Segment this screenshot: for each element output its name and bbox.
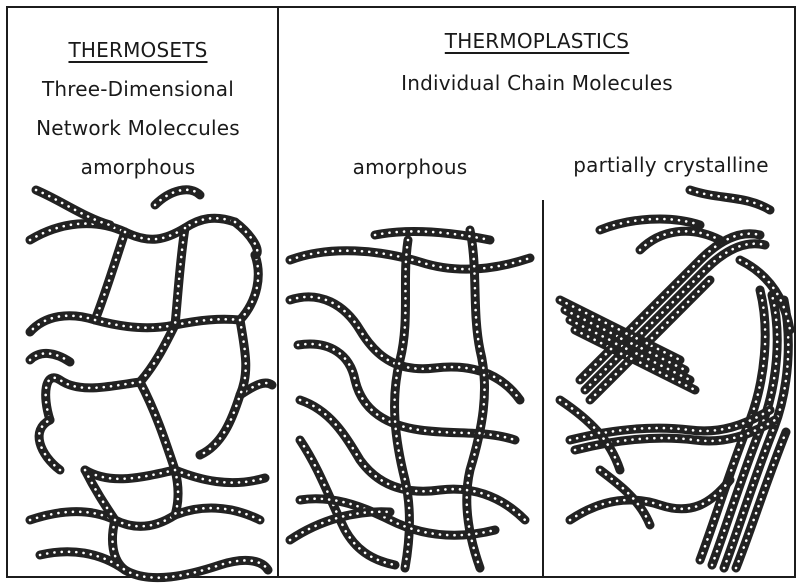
thermoset-chain-5 xyxy=(95,320,175,328)
amorphous-chain-molecules xyxy=(290,230,530,568)
thermoset-chain-22 xyxy=(235,222,257,255)
partially-crystalline-chain-molecules xyxy=(560,190,790,568)
thermoset-chain-1 xyxy=(30,218,235,240)
crystalline-chain-19 xyxy=(690,190,770,210)
thermoset-chain-10 xyxy=(85,470,175,479)
thermoset-chain-2 xyxy=(36,190,110,225)
crystalline-chain-16 xyxy=(570,480,730,520)
thermoset-chain-20 xyxy=(40,552,268,578)
thermoset-chain-4 xyxy=(30,316,95,332)
thermoset-chain-15 xyxy=(30,512,175,527)
thermoset-chain-17 xyxy=(175,508,260,520)
thermoset-network-molecules xyxy=(30,190,272,578)
amorphous-chain-7 xyxy=(467,230,485,568)
thermoset-chain-21 xyxy=(240,255,258,320)
thermoset-chain-11 xyxy=(175,470,265,483)
thermoset-chain-3 xyxy=(95,232,125,320)
thermoset-chain-8 xyxy=(46,378,140,420)
thermoset-chain-18 xyxy=(175,470,178,515)
thermoset-chain-9 xyxy=(140,382,175,470)
thermoset-chain-12 xyxy=(39,420,60,470)
thermoset-chain-25 xyxy=(200,320,246,455)
thermoset-chain-6 xyxy=(175,319,240,325)
thermoset-chain-14 xyxy=(30,353,70,362)
thermoset-chain-7 xyxy=(140,325,175,382)
thermoset-chain-23 xyxy=(155,190,200,205)
amorphous-chain-8 xyxy=(375,231,490,240)
thermoset-chain-13 xyxy=(175,228,185,325)
